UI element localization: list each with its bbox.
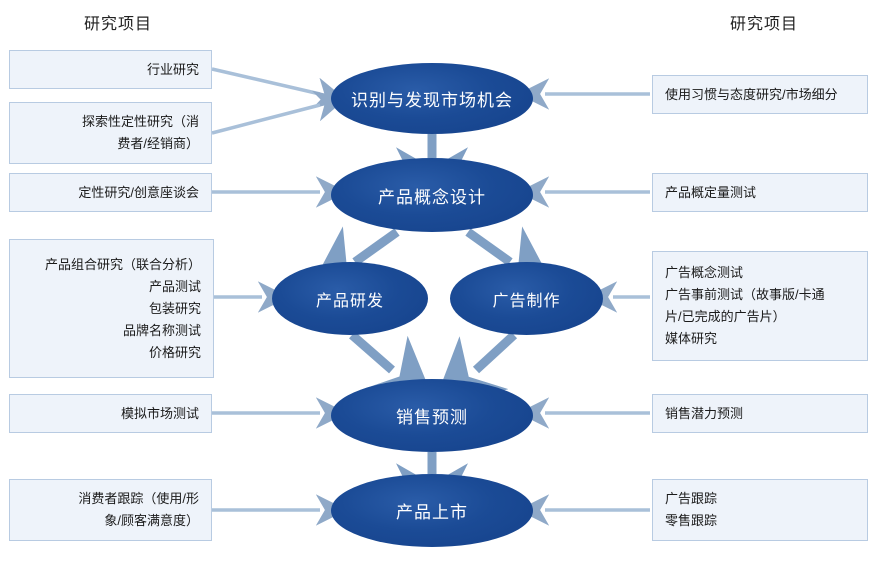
right-box-3-line-2: 广告事前测试（故事版/卡通 bbox=[665, 287, 825, 302]
right-box-3[interactable]: 广告概念测试 广告事前测试（故事版/卡通 片/已完成的广告片） 媒体研究 bbox=[652, 251, 868, 361]
left-box-1-line-1: 行业研究 bbox=[146, 61, 199, 77]
right-box-3-line-4: 媒体研究 bbox=[665, 331, 718, 346]
stage-product-launch[interactable]: 产品上市 bbox=[331, 474, 533, 547]
left-box-6-line-2: 象/顾客满意度） bbox=[104, 513, 199, 528]
left-box-4[interactable]: 产品组合研究（联合分析） 产品测试 包装研究 品牌名称测试 价格研究 bbox=[9, 239, 214, 378]
right-box-3-line-3: 片/已完成的广告片） bbox=[665, 309, 786, 324]
left-box-4-line-3: 包装研究 bbox=[148, 300, 201, 316]
right-box-4[interactable]: 销售潜力预测 bbox=[652, 394, 868, 433]
stage-1-label: 识别与发现市场机会 bbox=[351, 91, 513, 110]
stage-ad-production[interactable]: 广告制作 bbox=[450, 262, 603, 335]
arrow-stage2-to-stage3b bbox=[465, 226, 560, 298]
right-box-2[interactable]: 产品概定量测试 bbox=[652, 173, 868, 212]
left-box-2-line-2: 费者/经销商） bbox=[117, 136, 199, 151]
stage-sales-forecast[interactable]: 销售预测 bbox=[331, 379, 533, 452]
left-box-4-line-4: 品牌名称测试 bbox=[122, 322, 201, 338]
left-box-6-line-1: 消费者跟踪（使用/形 bbox=[78, 491, 199, 506]
arrow-stage3a-to-stage4 bbox=[349, 331, 439, 411]
stage-product-concept-design[interactable]: 产品概念设计 bbox=[331, 158, 533, 232]
stage-3b-label: 广告制作 bbox=[492, 292, 561, 310]
stage-product-development[interactable]: 产品研发 bbox=[272, 262, 428, 335]
stage-4-label: 销售预测 bbox=[396, 408, 468, 427]
right-box-2-line-1: 产品概定量测试 bbox=[665, 184, 757, 200]
column-header-left: 研究项目 bbox=[83, 16, 152, 33]
right-box-1[interactable]: 使用习惯与态度研究/市场细分 bbox=[652, 75, 868, 114]
stage-5-label: 产品上市 bbox=[396, 503, 468, 522]
stage-3a-label: 产品研发 bbox=[315, 292, 384, 310]
left-box-5[interactable]: 模拟市场测试 bbox=[9, 394, 212, 433]
left-box-2-line-1: 探索性定性研究（消 bbox=[81, 114, 199, 129]
arrow-left1-to-stage1 bbox=[211, 67, 347, 109]
left-box-4-line-1: 产品组合研究（联合分析） bbox=[44, 256, 201, 272]
left-box-6[interactable]: 消费者跟踪（使用/形 象/顾客满意度） bbox=[9, 479, 212, 541]
right-box-3-line-1: 广告概念测试 bbox=[665, 265, 744, 280]
right-box-4-line-1: 销售潜力预测 bbox=[665, 405, 744, 421]
arrow-left2-to-stage2 bbox=[211, 90, 347, 135]
left-box-1[interactable]: 行业研究 bbox=[9, 50, 212, 89]
right-box-5-line-1: 广告跟踪 bbox=[665, 491, 718, 506]
left-box-3-line-1: 定性研究/创意座谈会 bbox=[78, 184, 199, 200]
arrow-stage3b-to-stage4 bbox=[430, 331, 518, 412]
left-box-4-line-5: 价格研究 bbox=[148, 344, 201, 360]
stage-identify-market-opportunity[interactable]: 识别与发现市场机会 bbox=[331, 63, 533, 134]
right-box-5[interactable]: 广告跟踪 零售跟踪 bbox=[652, 479, 868, 541]
left-box-4-line-2: 产品测试 bbox=[148, 278, 201, 294]
stage-2-label: 产品概念设计 bbox=[378, 187, 486, 207]
left-box-2[interactable]: 探索性定性研究（消 费者/经销商） bbox=[9, 102, 212, 164]
right-box-5-line-2: 零售跟踪 bbox=[665, 513, 718, 528]
arrow-stage2-to-stage3a bbox=[305, 226, 400, 298]
right-box-1-line-1: 使用习惯与态度研究/市场细分 bbox=[665, 86, 838, 102]
left-box-5-line-1: 模拟市场测试 bbox=[120, 405, 199, 421]
column-header-right: 研究项目 bbox=[729, 16, 798, 33]
left-box-3[interactable]: 定性研究/创意座谈会 bbox=[9, 173, 212, 212]
